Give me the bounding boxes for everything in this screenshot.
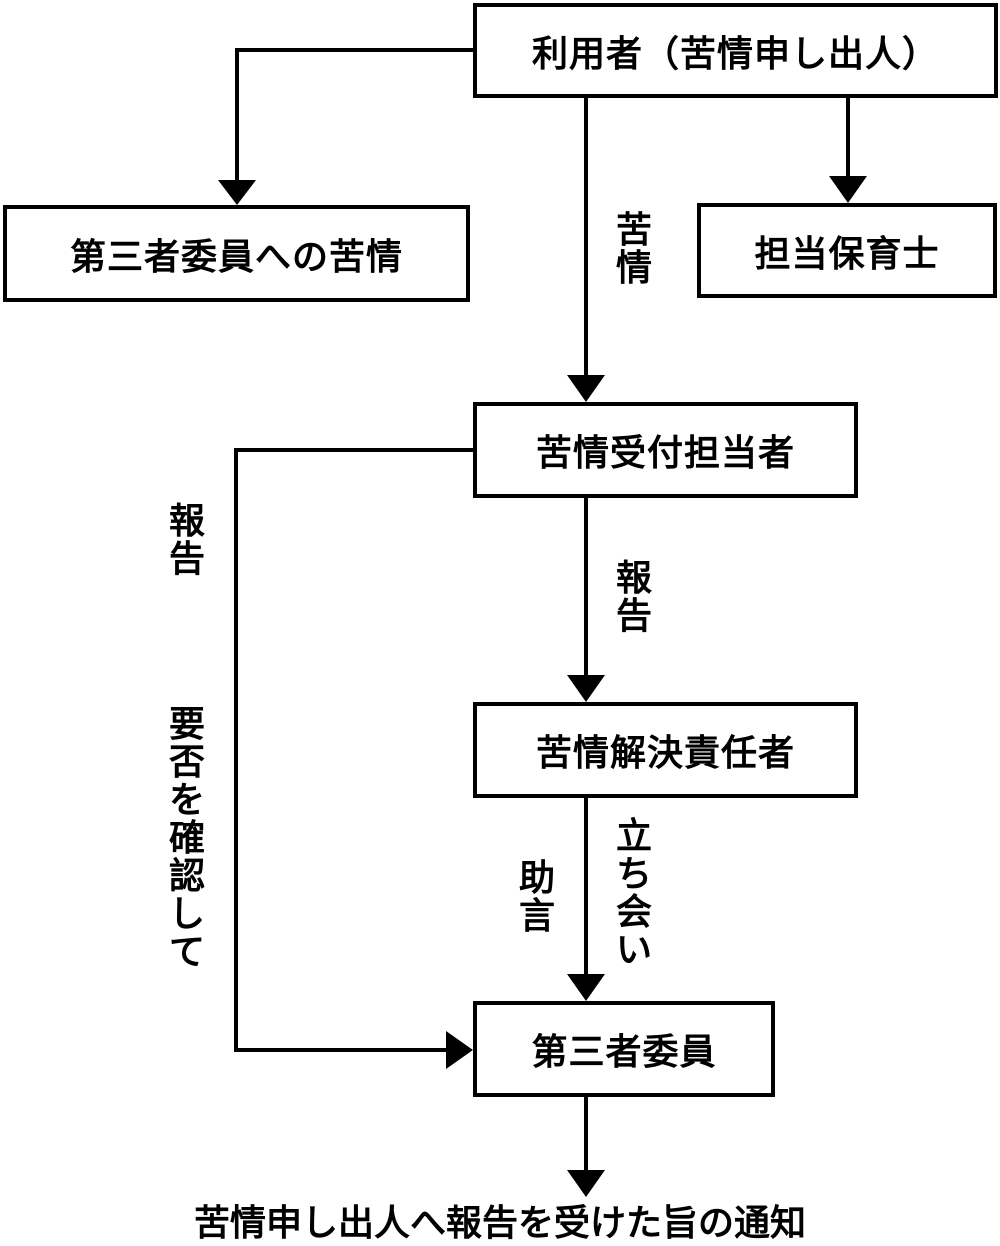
arrowhead-notice: [567, 1170, 605, 1197]
arrowhead-resolver: [567, 675, 605, 702]
label-report-left: 報告: [168, 501, 205, 580]
node-user-complainant: 利用者（苦情申し出人）: [473, 3, 998, 98]
label-confirm-necessity: 要否を確認して: [168, 704, 205, 973]
label-advice: 助言: [518, 858, 555, 937]
arrow-reception-to-third-party: [234, 448, 473, 1052]
arrowhead-third-party-complaint: [218, 180, 256, 205]
node-teacher: 担当保育士: [697, 203, 997, 298]
label-attendance: 立ち会い: [615, 816, 652, 971]
label-complaint: 苦情: [615, 210, 652, 289]
arrowhead-third-party-left: [446, 1031, 473, 1069]
node-third-party-member: 第三者委員: [473, 1001, 775, 1097]
node-complaint-resolver: 苦情解決責任者: [473, 702, 858, 798]
node-complaint-reception: 苦情受付担当者: [473, 402, 858, 498]
arrowhead-third-party-top: [567, 974, 605, 1001]
arrowhead-teacher: [829, 176, 867, 203]
label-report-center: 報告: [615, 558, 652, 637]
arrow-user-to-third-party-complaint: [235, 48, 473, 180]
final-notice-caption: 苦情申し出人へ報告を受けた旨の通知: [193, 1203, 806, 1244]
node-third-party-complaint: 第三者委員への苦情: [3, 205, 470, 302]
arrowhead-reception: [567, 375, 605, 402]
